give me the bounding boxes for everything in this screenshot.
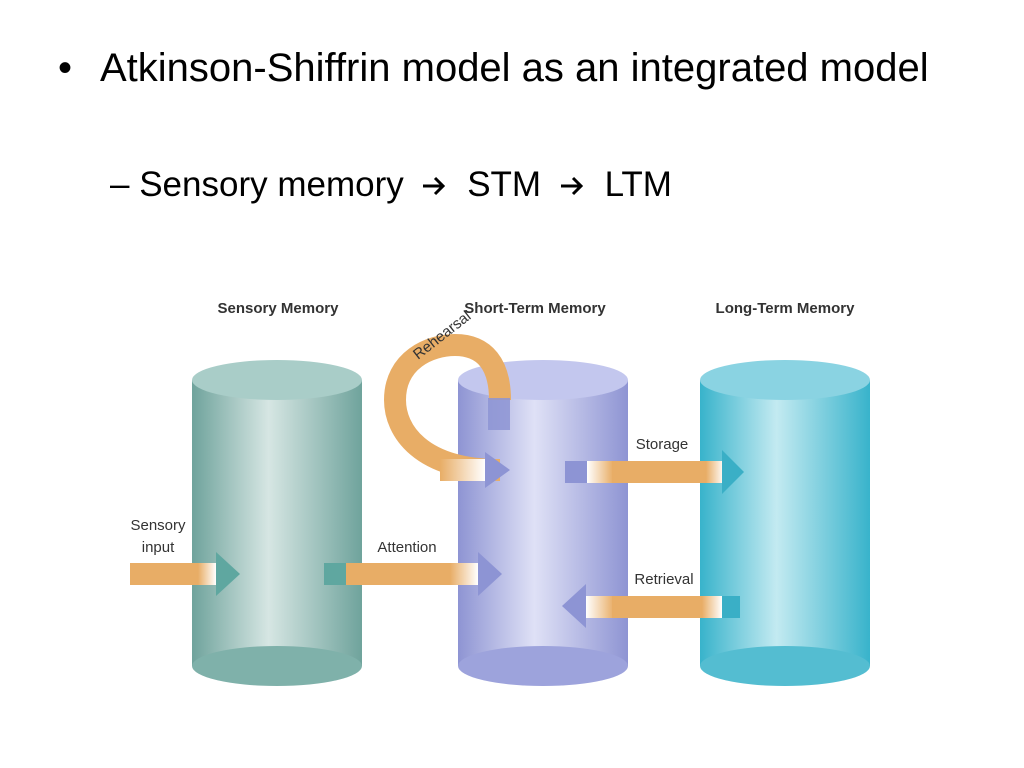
sub-item-sensory-memory: Sensory memory: [139, 165, 404, 204]
sensory-input-label-line1: Sensory: [130, 517, 186, 534]
sensory-memory-cylinder: [192, 360, 362, 686]
right-arrow-icon: [560, 176, 583, 196]
bullet-text: Atkinson-Shiffrin model as an integrated…: [100, 46, 929, 90]
retrieval-arrow: [562, 584, 740, 628]
sensory-memory-title: Sensory Memory: [218, 300, 340, 317]
storage-label: Storage: [636, 436, 689, 453]
sub-bullet-marker: –: [110, 165, 130, 204]
short-term-memory-cylinder: [458, 360, 628, 686]
attention-label: Attention: [377, 539, 436, 556]
sub-item-stm: STM: [467, 165, 542, 204]
attention-arrow: [324, 552, 502, 596]
retrieval-label: Retrieval: [634, 571, 693, 588]
storage-arrow: [565, 450, 744, 494]
sub-bullet-item: – Sensory memory STM LTM: [110, 164, 910, 206]
sensory-input-arrow: [130, 552, 240, 596]
long-term-memory-cylinder: [700, 360, 870, 686]
sub-item-ltm: LTM: [604, 165, 672, 204]
rehearsal-loop-arrow: [383, 333, 511, 488]
right-arrow-icon: [423, 176, 446, 196]
bullet-marker: •: [58, 46, 73, 90]
sensory-input-label-line2: input: [142, 539, 175, 556]
long-term-memory-title: Long-Term Memory: [716, 300, 856, 317]
short-term-memory-title: Short-Term Memory: [464, 300, 606, 317]
